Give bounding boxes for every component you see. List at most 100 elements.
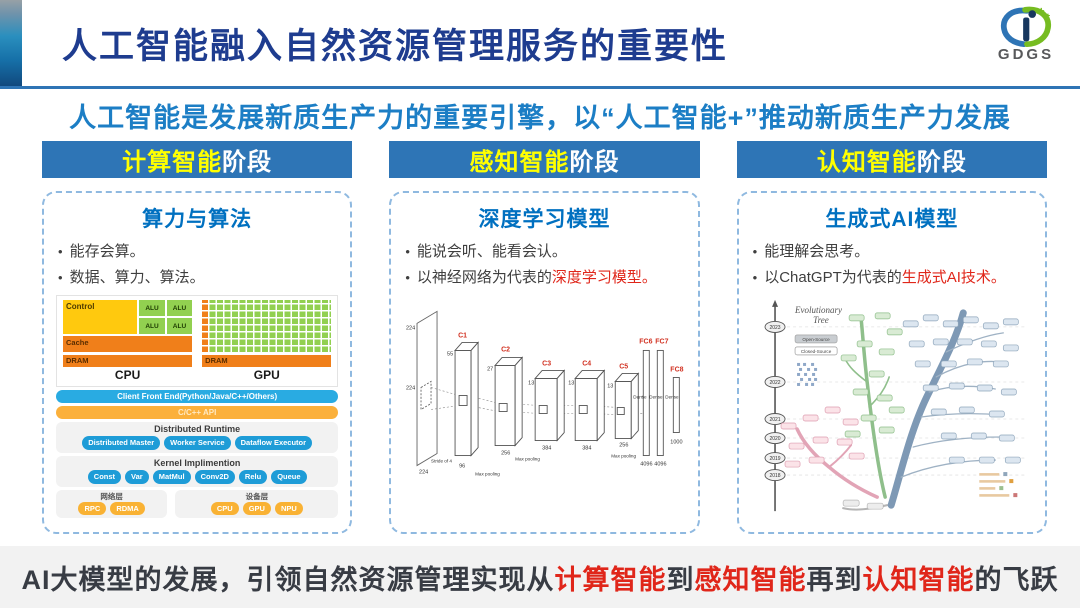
earth-image-strip <box>0 0 22 86</box>
svg-text:2018: 2018 <box>769 473 780 479</box>
footer-banner: AI大模型的发展，引领自然资源管理实现从计算智能到感知智能再到认知智能的飞跃 <box>0 546 1080 608</box>
cpu-cache: Cache <box>63 336 193 352</box>
kernel-chip: MatMul <box>152 469 191 484</box>
svg-text:Dense: Dense <box>650 394 664 399</box>
tree-legend: Open-Source Closed-Source <box>794 334 838 356</box>
svg-text:Max pooling: Max pooling <box>612 454 637 459</box>
cnn-conv-layers <box>454 341 640 457</box>
svg-text:224: 224 <box>419 470 428 476</box>
card-row: 算力与算法 •能存会算。 •数据、算力、算法。 Control ALU ALU … <box>0 191 1080 534</box>
llm-evolutionary-tree-figure: 2023 2022 2021 2020 2019 2018 Evolutiona… <box>764 299 1027 512</box>
device-chip: CPU <box>210 501 239 516</box>
tf-api-bar: C/C++ API <box>56 406 339 419</box>
tree-enc-dec-branch-chips <box>840 312 905 438</box>
bullet-item: •以神经网络为代表的深度学习模型。 <box>405 268 657 286</box>
card-title: 深度学习模型 <box>478 208 611 231</box>
gpu-core-grid <box>202 300 332 352</box>
cpu-label: CPU <box>114 368 141 382</box>
kernel-chip: Var <box>125 469 149 484</box>
cnn-input-layer <box>416 310 438 467</box>
svg-text:C5: C5 <box>620 363 629 370</box>
svg-text:Stride of 4: Stride of 4 <box>431 459 452 464</box>
svg-text:2022: 2022 <box>769 380 780 386</box>
svg-text:C2: C2 <box>501 346 510 353</box>
tf-kernel-section: Kernel Implimention Const Var MatMul Con… <box>56 455 339 487</box>
svg-text:384: 384 <box>542 446 551 452</box>
cpu-alu-grid: ALU ALU ALU ALU <box>139 300 193 334</box>
tree-decoder-branch-chips <box>902 314 1021 464</box>
card-title: 算力与算法 <box>142 208 253 231</box>
kernel-chip: Queue <box>271 469 307 484</box>
gdgs-logo-text: GDGS <box>997 46 1055 63</box>
cnn-fc-layers <box>643 349 681 457</box>
svg-text:256: 256 <box>620 443 629 449</box>
kernel-chip: Const <box>87 469 122 484</box>
svg-text:FC8: FC8 <box>671 366 684 373</box>
svg-text:C1: C1 <box>458 332 467 339</box>
stage-bar-perception: 感知智能阶段 <box>389 141 700 178</box>
tf-network-layer-group: 网络层 RPC RDMA <box>56 489 168 519</box>
gpu-block: DRAM GPU <box>202 300 332 382</box>
stage-bar-computing: 计算智能阶段 <box>42 141 353 178</box>
page-title: 人工智能融入自然资源管理服务的重要性 <box>62 26 729 66</box>
svg-text:Max pooling: Max pooling <box>515 457 540 462</box>
card-deep-learning: 深度学习模型 •能说会听、能看会认。 •以神经网络为代表的深度学习模型。 <box>389 191 700 534</box>
svg-text:Closed-Source: Closed-Source <box>801 349 832 354</box>
svg-text:224: 224 <box>406 325 415 331</box>
cnn-dimension-labels: 224 224 224 55 27 13 13 13 96 256 384 38… <box>406 325 683 475</box>
svg-text:1000: 1000 <box>671 440 683 446</box>
svg-text:Tree: Tree <box>813 315 829 325</box>
gpu-dram: DRAM <box>202 355 332 367</box>
svg-text:256: 256 <box>501 451 510 457</box>
kernel-chip: Conv2D <box>194 469 235 484</box>
svg-text:4096: 4096 <box>655 462 667 468</box>
tf-device-layer-group: 设备层 CPU GPU NPU <box>175 489 339 519</box>
cpu-gpu-panel: Control ALU ALU ALU ALU Cache DRAM CPU <box>56 295 339 387</box>
svg-text:96: 96 <box>459 464 465 470</box>
device-chip: GPU <box>242 501 271 516</box>
svg-text:Max pooling: Max pooling <box>475 472 500 477</box>
svg-text:55: 55 <box>447 351 453 357</box>
runtime-chip: Distributed Master <box>82 436 161 450</box>
svg-text:4096: 4096 <box>641 462 653 468</box>
svg-text:384: 384 <box>583 446 592 452</box>
device-chip: NPU <box>274 501 303 516</box>
tree-title: Evolutionary Tree <box>794 305 842 325</box>
slide-header: 人工智能融入自然资源管理服务的重要性 GDGS <box>0 0 1080 89</box>
gpu-label: GPU <box>253 368 280 382</box>
gdgs-logo: GDGS <box>988 6 1064 63</box>
svg-text:Open-Source: Open-Source <box>802 337 830 342</box>
svg-text:224: 224 <box>406 385 415 391</box>
cnn-annotations: Stride of 4 Max pooling Max pooling Max … <box>431 394 679 476</box>
tf-client-bar: Client Front End(Python/Java/C++/Others) <box>56 390 339 403</box>
cpu-control: Control <box>63 300 138 334</box>
bullet-item: •能理解会思考。 <box>752 243 870 260</box>
cnn-layer-labels: C1 C2 C3 C4 C5 FC6 FC7 FC8 <box>458 332 684 373</box>
tree-bottom-legend <box>842 472 1017 510</box>
tree-encoder-branch-chips <box>780 406 865 468</box>
bullet-item: •能存会算。 <box>58 243 145 260</box>
svg-text:FC6: FC6 <box>640 338 653 345</box>
kernel-chip: Relu <box>238 469 268 484</box>
svg-text:2020: 2020 <box>769 436 780 442</box>
svg-text:13: 13 <box>608 383 614 389</box>
svg-text:C4: C4 <box>583 360 592 367</box>
stage-bar-row: 计算智能阶段 感知智能阶段 认知智能阶段 <box>0 141 1080 191</box>
network-chip: RDMA <box>110 501 145 516</box>
svg-text:2023: 2023 <box>769 325 780 331</box>
svg-text:2019: 2019 <box>769 456 780 462</box>
cpu-block: Control ALU ALU ALU ALU Cache DRAM CPU <box>63 300 193 382</box>
footer-text: AI大模型的发展，引领自然资源管理实现从 <box>21 564 555 595</box>
cpu-dram: DRAM <box>63 355 193 367</box>
svg-text:2021: 2021 <box>769 417 780 423</box>
svg-text:Dense: Dense <box>666 394 680 399</box>
card-generative-ai: 生成式AI模型 •能理解会思考。 •以ChatGPT为代表的生成式AI技术。 <box>736 191 1047 534</box>
tf-runtime-section: Distributed Runtime Distributed Master W… <box>56 422 339 453</box>
svg-text:Dense: Dense <box>634 394 648 399</box>
bullet-item: •以ChatGPT为代表的生成式AI技术。 <box>752 268 1006 286</box>
card-title: 生成式AI模型 <box>825 208 959 231</box>
svg-text:13: 13 <box>528 380 534 386</box>
bullet-item: •能说会听、能看会认。 <box>405 243 567 260</box>
tree-qr-block <box>796 362 817 386</box>
